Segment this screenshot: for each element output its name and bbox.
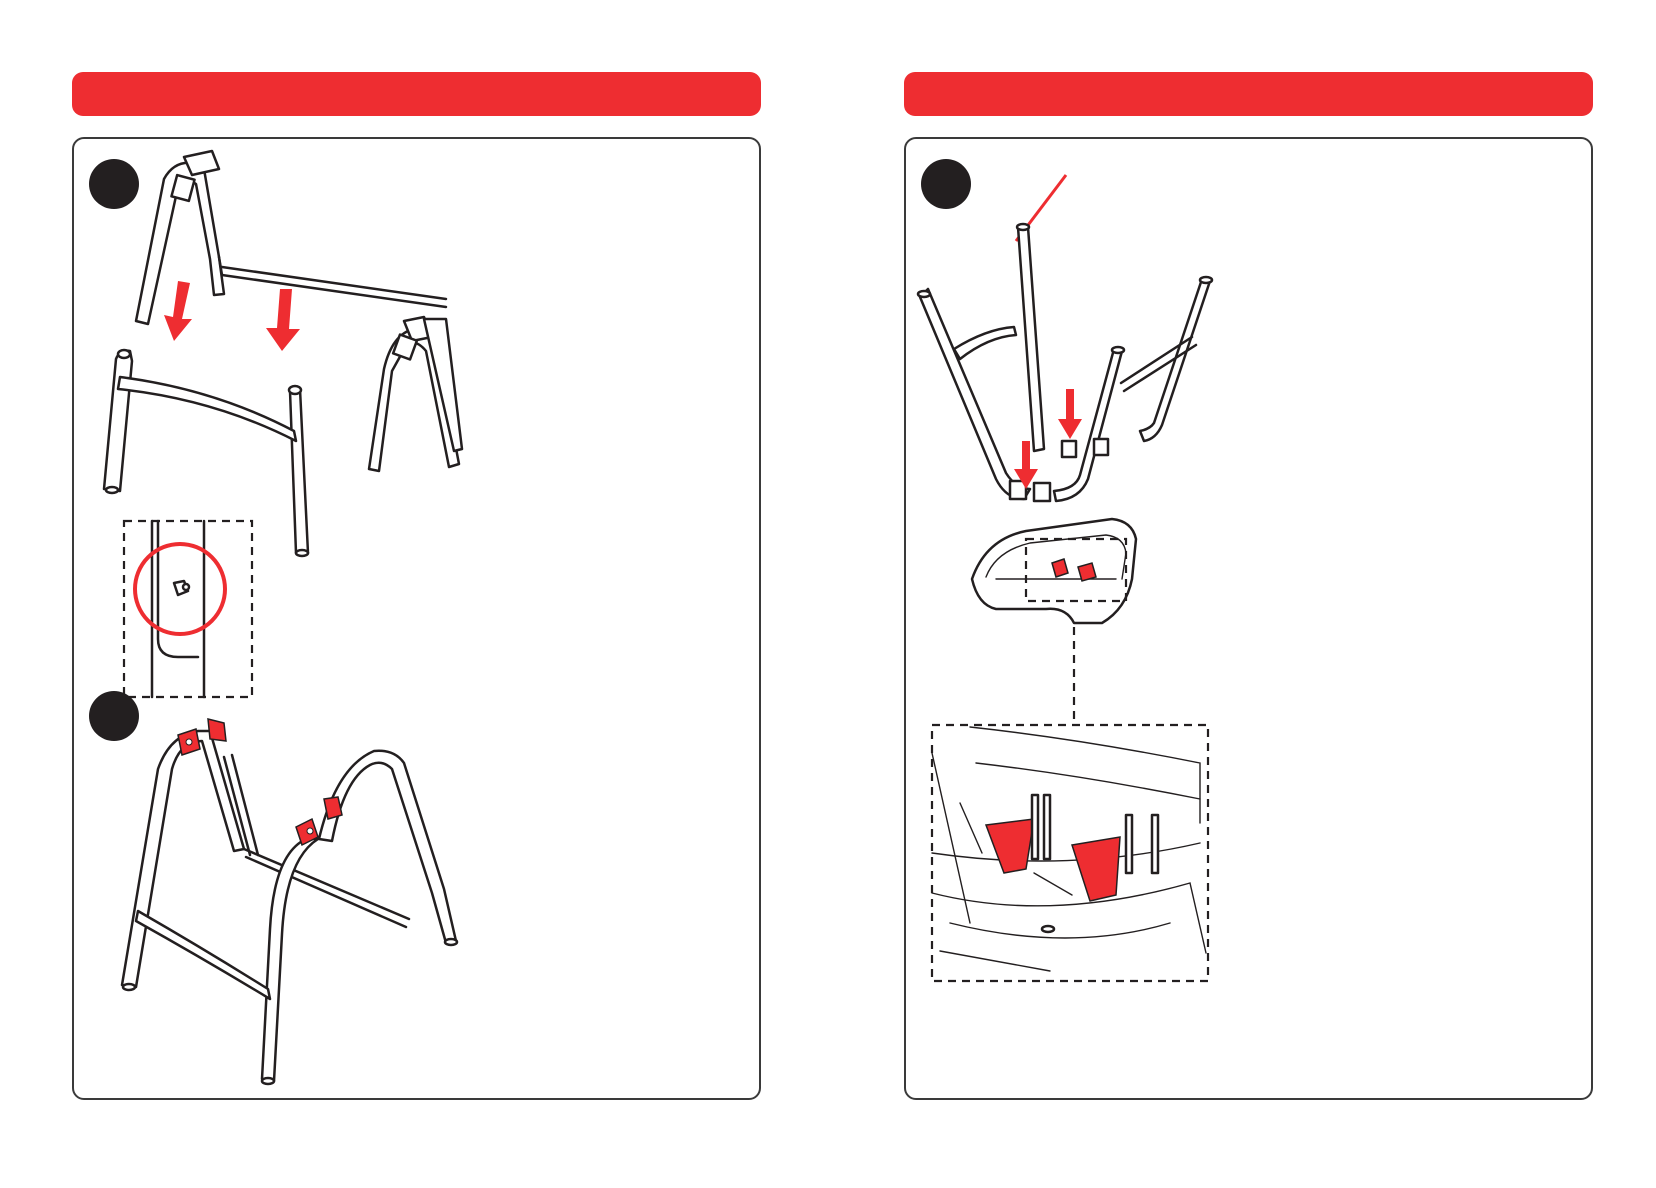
down-arrow-icon: [164, 281, 192, 341]
step-3-zoom-detail: [930, 723, 1210, 985]
right-instruction-panel: [904, 137, 1593, 1100]
right-section-header-bar: [904, 72, 1593, 116]
step-3-inverted-frame-illustration: [906, 139, 1595, 659]
left-instruction-panel: [72, 137, 761, 1100]
left-section-header-bar: [72, 72, 761, 116]
step-1-detail-inset: [122, 519, 258, 703]
down-arrow-icon: [266, 289, 300, 351]
down-arrow-icon: [1058, 389, 1082, 439]
step-2-assembled-frame-illustration: [74, 679, 763, 1099]
